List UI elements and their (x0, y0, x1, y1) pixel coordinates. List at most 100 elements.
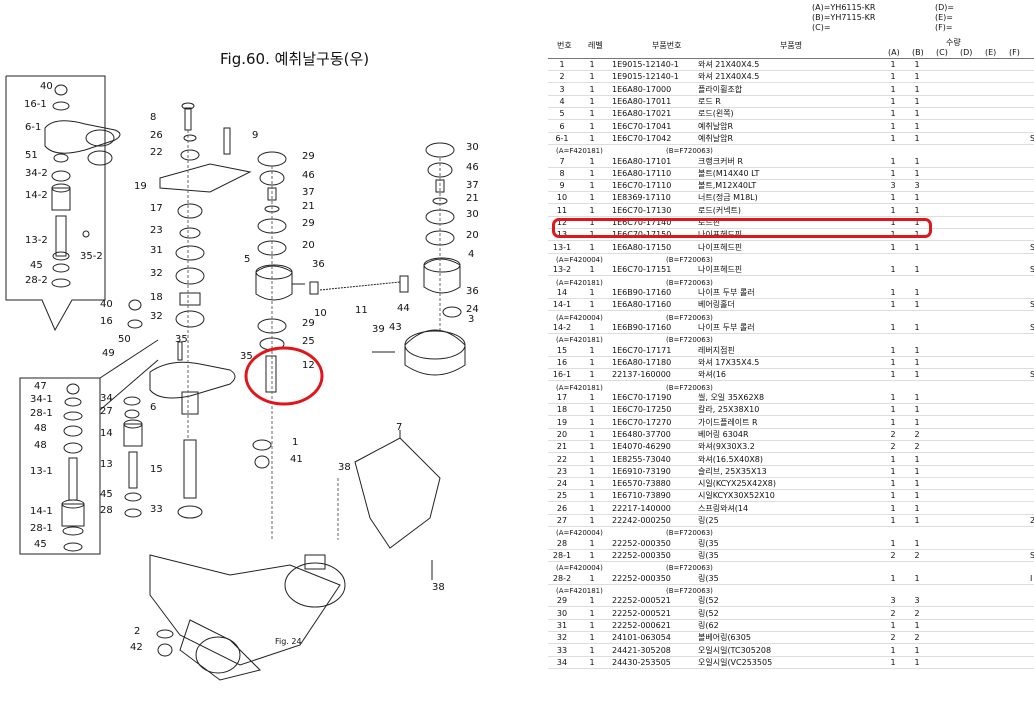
qty-a: 1 (890, 218, 896, 227)
qty-a: 1 (890, 205, 896, 215)
part-name: 와셔(16 (698, 370, 727, 380)
row-rule (548, 106, 1034, 108)
callout-29: 29 (302, 218, 315, 229)
qty-col-d: (D) (960, 48, 973, 57)
part-number-index: 30 (556, 608, 568, 618)
callout-37: 37 (302, 187, 315, 198)
note-a: (A=F420181) (556, 278, 603, 287)
part-code: 1E6910-73190 (612, 466, 671, 476)
part-name: 볼트,M12X40LT (698, 181, 757, 191)
qty-a: 3 (890, 181, 896, 191)
qty-a: 1 (890, 230, 896, 240)
callout-35: 35 (175, 334, 188, 345)
part-level: 1 (589, 573, 595, 583)
serial-note: (A=F420181)(B=F720063) (556, 146, 856, 156)
callout-14-1: 14-1 (30, 506, 53, 517)
note-a: (A=F420181) (556, 587, 603, 595)
qty-a: 2 (890, 551, 896, 560)
highlight-circle-part-12 (244, 346, 324, 406)
callout-45: 45 (100, 489, 113, 500)
part-number-index: 17 (556, 393, 568, 402)
qty-b: 1 (914, 323, 920, 332)
model-b: (B)=YH7115-KR (812, 13, 876, 22)
callout-4: 4 (468, 249, 474, 260)
row-rule (548, 333, 1034, 334)
part-code: 1E6A80-17110 (612, 168, 672, 178)
qty-extra: S (1030, 370, 1034, 380)
callout-44: 44 (397, 303, 410, 314)
part-name: 씰, 오일 35X62X8 (698, 393, 765, 402)
part-number-index: 26 (556, 503, 568, 513)
part-name: 와셔(16.5X40X8) (698, 454, 764, 464)
callout-32: 32 (150, 311, 163, 322)
qty-a: 1 (890, 156, 896, 166)
part-level: 1 (589, 393, 595, 402)
part-number-index: 10 (556, 193, 568, 203)
qty-b: 1 (914, 96, 920, 106)
inset-frame-bottom (19, 377, 101, 555)
row-rule (548, 643, 1034, 645)
part-level: 1 (589, 454, 595, 464)
qty-a: 1 (890, 370, 896, 380)
part-name: 링(62 (698, 621, 719, 630)
part-level: 1 (589, 417, 595, 427)
qty-a: 1 (890, 516, 896, 525)
part-code: 22252-000621 (612, 621, 671, 630)
part-number-index: 20 (556, 429, 568, 439)
part-code: 22242-000250 (612, 516, 671, 525)
callout-50: 50 (118, 334, 131, 345)
qty-b: 1 (914, 645, 920, 655)
part-code: 1E9015-12140-1 (612, 60, 679, 69)
part-name: 오일시일(TC305208 (698, 645, 772, 655)
part-level: 1 (589, 242, 595, 252)
model-list-right: (D)= (E)= (F)= (935, 3, 954, 33)
part-level: 1 (589, 72, 595, 82)
note-a: (A=F420181) (556, 147, 603, 156)
qty-a: 1 (890, 573, 896, 583)
note-a: (A=F420004) (556, 564, 603, 573)
qty-a: 1 (890, 358, 896, 367)
qty-b: 1 (914, 84, 920, 94)
part-level: 1 (589, 181, 595, 191)
row-rule (548, 215, 1034, 217)
callout-36: 36 (466, 286, 479, 297)
callout-21: 21 (302, 201, 315, 212)
part-level: 1 (589, 538, 595, 548)
row-rule (548, 368, 1034, 369)
part-name: 링(52 (698, 608, 719, 618)
qty-a: 1 (890, 72, 896, 82)
row-rule (548, 310, 1034, 312)
part-code: 22252-000350 (612, 538, 671, 548)
part-code: 22252-000350 (612, 551, 671, 560)
qty-extra: S (1030, 133, 1034, 143)
callout-14-2: 14-2 (25, 190, 48, 201)
callout-29: 29 (302, 151, 315, 162)
callout-48: 48 (34, 440, 47, 451)
callout-51: 51 (25, 150, 38, 161)
callout-21: 21 (466, 193, 479, 204)
part-number-index: 13-1 (552, 242, 572, 252)
callout-28: 28 (100, 505, 113, 516)
part-code: 22137-160000 (612, 370, 671, 380)
qty-a: 1 (890, 405, 896, 415)
note-a: (A=F420004) (556, 529, 603, 538)
qty-b: 1 (914, 538, 920, 548)
callout-20: 20 (302, 240, 315, 251)
row-rule (548, 131, 1034, 133)
part-name: 베어링 6304R (698, 429, 749, 439)
part-name: 로드핀 (698, 218, 721, 227)
callout-19: 19 (134, 181, 147, 192)
part-number-index: 6 (559, 121, 565, 131)
part-level: 1 (589, 608, 595, 618)
note-b: (B=F720063) (666, 313, 713, 322)
callout-11: 11 (355, 305, 368, 316)
part-number-index: 14-1 (552, 300, 572, 310)
qty-b: 1 (914, 479, 920, 489)
